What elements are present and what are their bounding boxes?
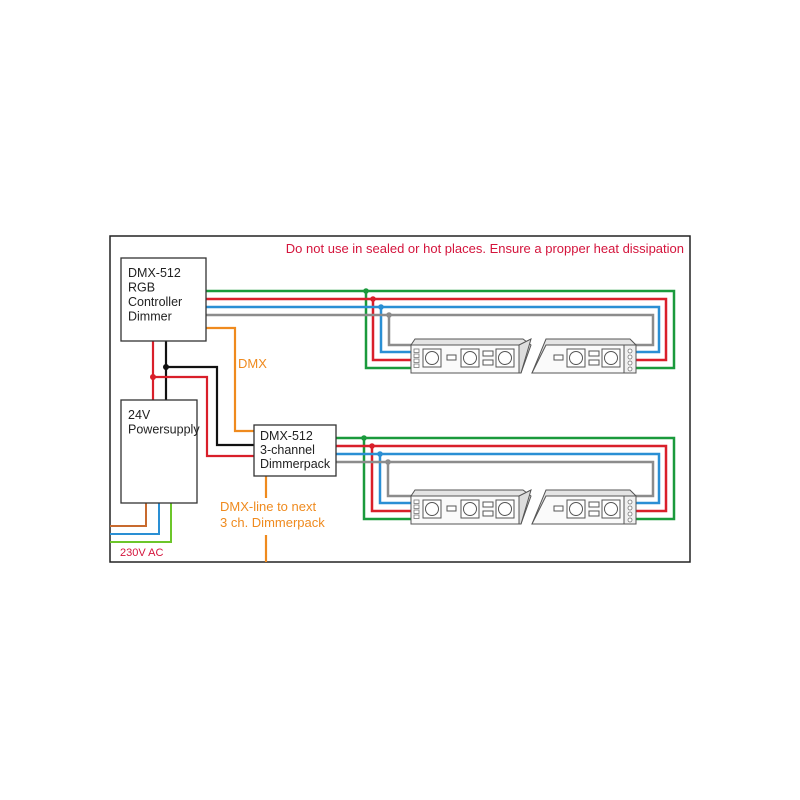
diagram-frame bbox=[109, 235, 691, 563]
controller-box: DMX-512 RGB Controller Dimmer bbox=[120, 257, 207, 342]
row1-blue-wire bbox=[206, 305, 661, 354]
led-module-row2-a bbox=[410, 489, 532, 525]
black-junction bbox=[163, 364, 169, 370]
mains-brown-wire bbox=[110, 503, 147, 527]
row1-junctions bbox=[363, 288, 392, 318]
dmx-next-label: DMX-line to next 3 ch. Dimmerpack bbox=[220, 499, 325, 530]
svg-text:DMX-512 RGB Contro: DMX-512 RGB Controller Dimmer bbox=[128, 266, 186, 324]
led-strip-row1 bbox=[410, 338, 637, 374]
row1-gray-drop bbox=[387, 315, 412, 347]
dmx-wire bbox=[206, 326, 256, 433]
led-strip-row2 bbox=[410, 489, 637, 525]
powersupply-box: 24V Powersupply bbox=[120, 399, 200, 504]
led-module-row1-a bbox=[410, 338, 532, 374]
led-module-row1-b bbox=[531, 338, 637, 374]
svg-text:DMX-512 3-channel: DMX-512 3-channel Dimmerpack bbox=[260, 429, 331, 471]
row2-red-wire bbox=[335, 444, 668, 513]
mains-label: 230V AC bbox=[120, 547, 163, 559]
row1-red-wire bbox=[206, 297, 668, 362]
row2-blue-wire bbox=[335, 452, 661, 505]
row2-gray-drop bbox=[386, 462, 412, 498]
row2-blue-drop bbox=[378, 454, 412, 505]
row1-green-drop bbox=[364, 291, 412, 370]
row1-red-drop bbox=[371, 299, 412, 362]
row2-junctions bbox=[361, 435, 391, 465]
mains-blue-wire bbox=[110, 503, 160, 535]
psu-red-to-dimmerpack bbox=[153, 375, 256, 458]
dimmerpack-box: DMX-512 3-channel Dimmerpack bbox=[253, 424, 337, 477]
led-module-row2-b bbox=[531, 489, 637, 525]
row2-gray-wire bbox=[335, 460, 655, 498]
row1-green-wire bbox=[206, 289, 676, 370]
row2-red-drop bbox=[370, 446, 412, 513]
psu-black-to-dimmerpack bbox=[166, 365, 256, 447]
row2-green-wire bbox=[335, 436, 676, 521]
row1-gray-wire bbox=[206, 313, 655, 347]
red-junction bbox=[150, 374, 156, 380]
row2-wires bbox=[335, 436, 676, 521]
dmx-label: DMX bbox=[238, 356, 267, 371]
power-wires bbox=[151, 341, 256, 458]
mains-green-wire bbox=[110, 503, 172, 543]
svg-text:24V Powersupply: 24V Powersupply bbox=[128, 408, 200, 437]
row1-blue-drop bbox=[379, 307, 412, 354]
mains-wires bbox=[110, 503, 172, 543]
row1-wires bbox=[206, 289, 676, 370]
warning-text: Do not use in sealed or hot places. Ensu… bbox=[286, 241, 684, 256]
row2-green-drop bbox=[362, 438, 412, 521]
